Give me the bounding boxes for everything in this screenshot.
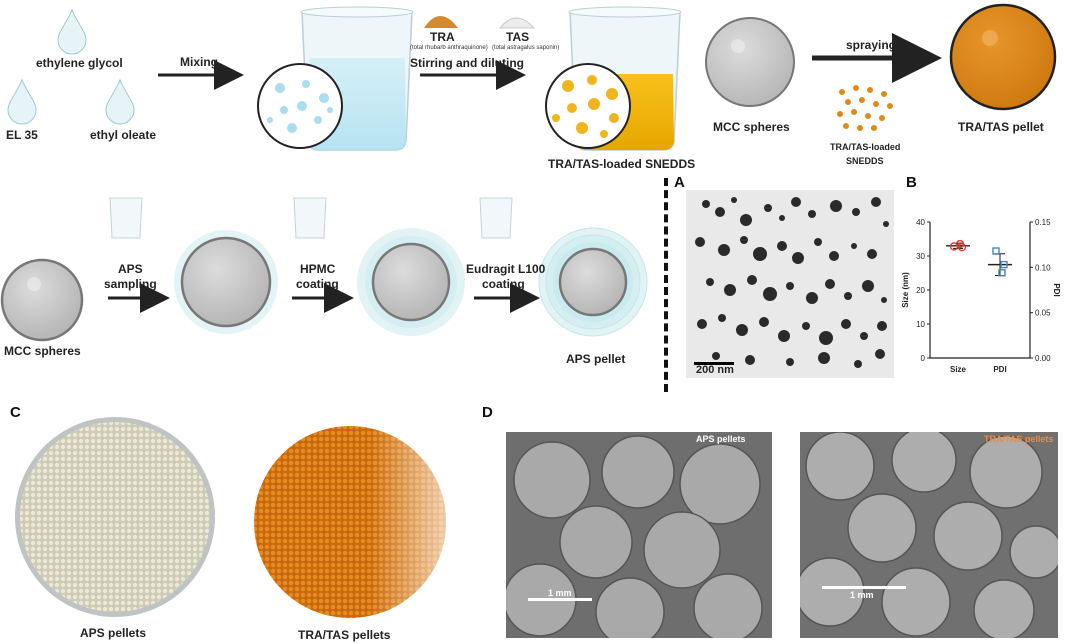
aps-step2-label: sampling <box>104 277 157 291</box>
small-beaker-icon <box>109 197 513 239</box>
mcc-spheres-top-label: MCC spheres <box>713 120 790 134</box>
tas-powder-icon <box>498 17 536 29</box>
stirring-label: Stirring and diluting <box>410 56 524 70</box>
sem-aps-tag: APS pellets <box>696 434 746 444</box>
spraying-label: spraying <box>846 38 897 52</box>
panel-d-label: D <box>482 404 493 421</box>
tra-label: TRA <box>430 30 455 44</box>
mixing-label: Mixing <box>180 55 218 69</box>
aps-pellet-label: APS pellet <box>566 352 626 366</box>
left-tick-label: 40 <box>916 218 925 227</box>
tra-tas-pellets-caption: TRA/TAS pellets <box>298 628 391 642</box>
middle-row-graphics <box>0 197 648 342</box>
el35-label: EL 35 <box>6 128 38 142</box>
droplet-icon <box>7 8 135 125</box>
tra-tas-pellet-label: TRA/TAS pellet <box>958 120 1044 134</box>
left-tick-label: 20 <box>916 286 925 295</box>
category-label: PDI <box>993 365 1006 374</box>
panel-a-label: A <box>674 174 685 191</box>
tra-full-label: (total rhubarb anthraquinone) <box>410 45 488 51</box>
right-tick-label: 0.05 <box>1035 309 1051 318</box>
eudragit-step-label: Eudragit L100 <box>466 262 546 276</box>
mcc-spheres-mid-label: MCC spheres <box>4 344 81 358</box>
mcc-sphere-icon <box>0 258 84 342</box>
tem-scale-label: 200 nm <box>696 364 734 376</box>
snedds-small-label: TRA/TAS-loaded <box>830 142 901 152</box>
panel-b-label: B <box>906 174 917 191</box>
data-point <box>992 247 1000 255</box>
data-point <box>998 269 1006 277</box>
sem-image-tra-tas <box>800 432 1058 638</box>
dashed-divider <box>664 178 668 392</box>
data-point <box>1000 260 1008 269</box>
category-label: Size <box>950 365 967 374</box>
right-tick-label: 0.00 <box>1035 354 1051 363</box>
tas-label: TAS <box>506 30 530 44</box>
mcc-sphere-icon <box>705 17 795 107</box>
sem-image-aps <box>506 432 772 638</box>
tra-tas-pellet-icon <box>949 3 1057 111</box>
top-row-graphics <box>7 3 1057 151</box>
left-tick-label: 10 <box>916 320 925 329</box>
snedds-label: TRA/TAS-loaded SNEDDS <box>548 157 696 171</box>
snedds-dots-icon <box>837 85 893 131</box>
snedds-small2-label: SNEDDS <box>846 156 884 166</box>
eudragit-step2-label: coating <box>482 277 525 291</box>
hpmc-step-label: HPMC <box>300 262 336 276</box>
micelle-zoom-circle <box>257 63 343 149</box>
tra-tas-pellets-photo <box>254 426 446 618</box>
sem-tra-tas-tag: TRA/TAS pellets <box>984 434 1054 444</box>
tas-full-label: (total astragalus saponin) <box>492 45 560 51</box>
y-axis-right-label: PDI <box>1052 283 1060 296</box>
aps-pellets-caption: APS pellets <box>80 626 147 640</box>
left-tick-label: 0 <box>921 354 926 363</box>
aps-pellets-photo <box>15 417 215 617</box>
aps-step-label: APS <box>118 262 143 276</box>
y-axis-left-label: Size (nm) <box>901 272 910 308</box>
sem-scale-right: 1 mm <box>850 590 874 600</box>
tem-image <box>686 190 894 378</box>
hpmc-step2-label: coating <box>296 277 339 291</box>
ethylene-glycol-label: ethylene glycol <box>36 56 123 70</box>
data-point <box>957 242 967 252</box>
right-tick-label: 0.15 <box>1035 218 1051 227</box>
ethyl-oleate-label: ethyl oleate <box>90 128 157 142</box>
snedds-zoom-circle <box>545 63 631 149</box>
right-tick-label: 0.10 <box>1035 263 1051 272</box>
left-tick-label: 30 <box>916 252 925 261</box>
sem-scale-left: 1 mm <box>548 588 572 598</box>
tra-powder-icon <box>424 16 458 28</box>
panel-c-label: C <box>10 404 21 421</box>
